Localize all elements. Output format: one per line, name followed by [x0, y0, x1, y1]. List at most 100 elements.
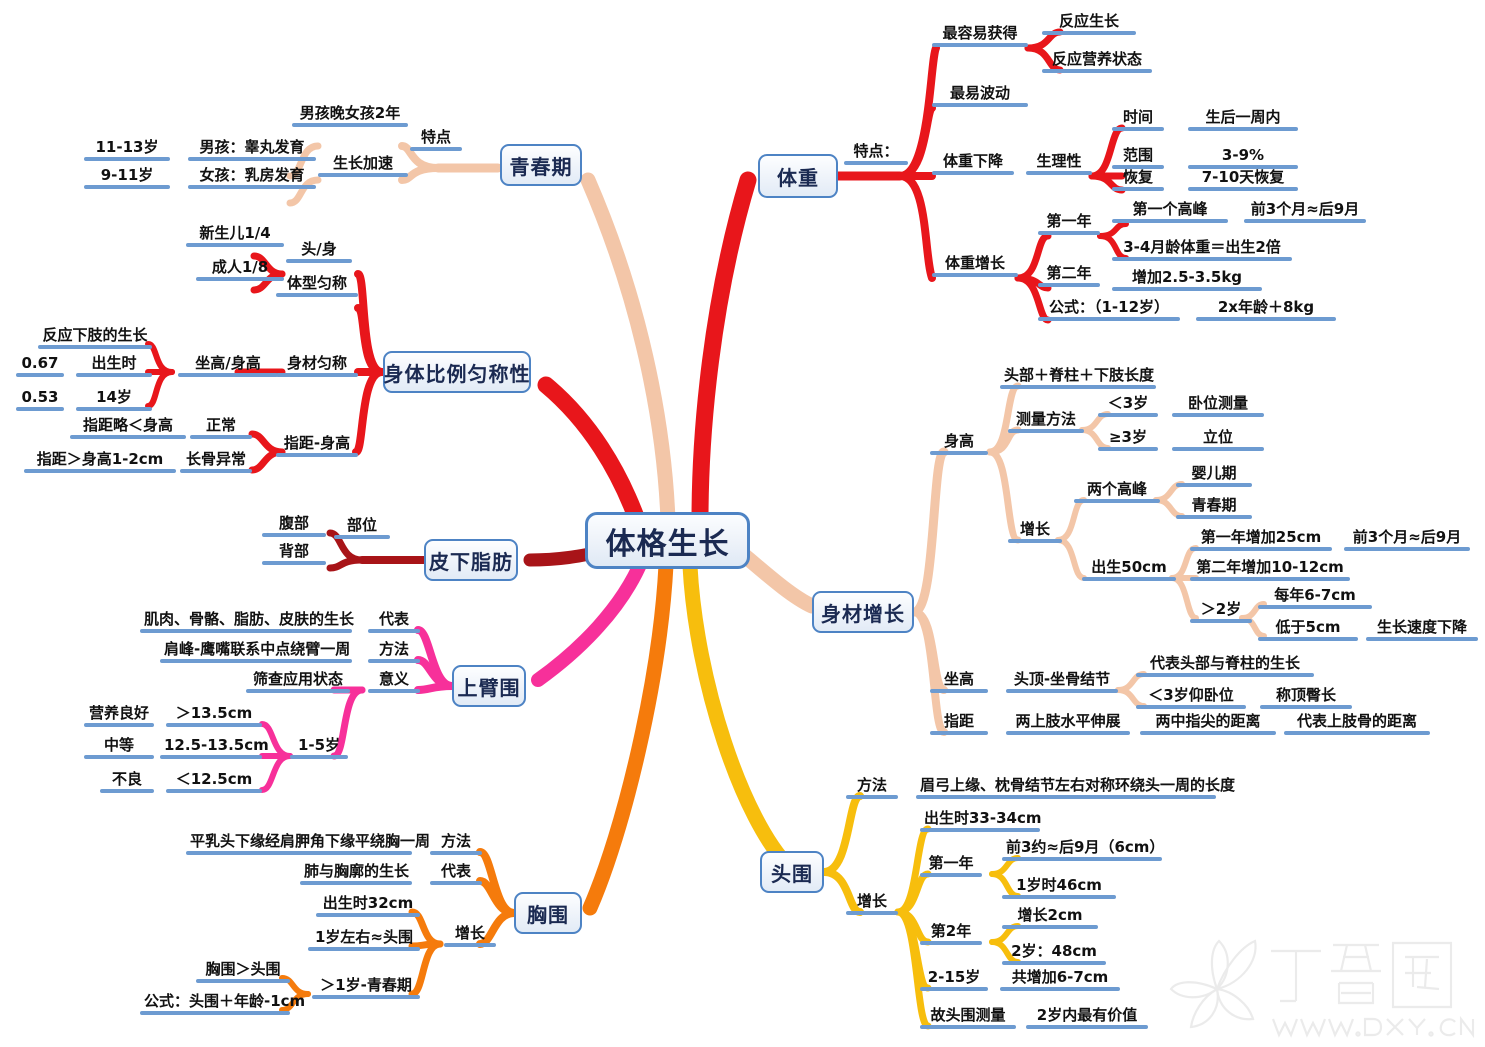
- leaf-height-definition[interactable]: 头部＋脊柱＋下肢长度: [1000, 368, 1156, 389]
- leaf-height-birth[interactable]: 出生50cm: [1082, 560, 1176, 581]
- leaf-sitting-definition[interactable]: 头顶-坐骨结节: [1006, 672, 1118, 693]
- leaf-armcirc-represent-value[interactable]: 肌肉、骨骼、脂肪、皮肤的生长: [140, 612, 354, 633]
- leaf-sitting-under3[interactable]: ＜3岁仰卧位: [1136, 688, 1246, 709]
- leaf-sitting-represent[interactable]: 代表头部与脊柱的生长: [1136, 656, 1314, 677]
- leaf-weight-drop-time-value[interactable]: 生后一周内: [1188, 110, 1298, 131]
- branch-node-stature[interactable]: 身材增长: [812, 591, 914, 633]
- leaf-proportion-at-birth-value[interactable]: 0.67: [16, 356, 64, 377]
- leaf-armcirc-meaning-key[interactable]: 意义: [368, 672, 420, 693]
- leaf-subfat-back[interactable]: 背部: [262, 544, 326, 565]
- leaf-weight-drop-time-key[interactable]: 时间: [1112, 110, 1164, 131]
- leaf-weight-easiest[interactable]: 最容易获得: [932, 26, 1028, 47]
- leaf-subfat-site[interactable]: 部位: [334, 518, 390, 539]
- branch-node-proportion[interactable]: 身体比例匀称性: [383, 351, 531, 393]
- branch-node-puberty[interactable]: 青春期: [500, 144, 582, 186]
- leaf-sitting-under3-name[interactable]: 称顶臀长: [1260, 688, 1352, 709]
- leaf-proportion-newborn-ratio[interactable]: 新生儿1/4: [186, 226, 284, 247]
- leaf-height-peak-infant[interactable]: 婴儿期: [1176, 466, 1252, 487]
- leaf-armcirc-represent-key[interactable]: 代表: [368, 612, 420, 633]
- leaf-chest-growth-over1[interactable]: ＞1岁-青春期: [312, 978, 420, 999]
- leaf-height-over2-below5-result[interactable]: 生长速度下降: [1366, 620, 1478, 641]
- leaf-armcirc-good-key[interactable]: 营养良好: [84, 706, 154, 727]
- leaf-puberty-boy[interactable]: 男孩：睾丸发育: [188, 140, 316, 161]
- branch-node-head[interactable]: 头围: [760, 851, 824, 893]
- leaf-weight-easiest-child-1[interactable]: 反应营养状态: [1042, 52, 1152, 73]
- leaf-puberty-later[interactable]: 男孩晚女孩2年: [292, 106, 408, 127]
- leaf-chest-over-head[interactable]: 胸围＞头围: [196, 962, 290, 983]
- leaf-proportion-span-height[interactable]: 指距-身高: [276, 436, 358, 457]
- leaf-head-range-value[interactable]: 共增加6-7cm: [1000, 970, 1120, 991]
- leaf-head-year2-child-1[interactable]: 2岁：48cm: [1002, 944, 1106, 965]
- leaf-chest-represent-key[interactable]: 代表: [430, 864, 482, 885]
- leaf-proportion-span-normal-value[interactable]: 指距略＜身高: [70, 418, 186, 439]
- leaf-height-over2-rate[interactable]: 每年6-7cm: [1258, 588, 1372, 609]
- leaf-head-year1-child-1[interactable]: 1岁时46cm: [1002, 878, 1116, 899]
- leaf-armcirc-method-value[interactable]: 肩峰-鹰嘴联系中点绕臂一周: [160, 642, 352, 663]
- leaf-head-value-key[interactable]: 故头围测量: [920, 1008, 1016, 1029]
- leaf-height-measure-under3-value[interactable]: 卧位测量: [1172, 396, 1264, 417]
- leaf-height-birth-year2[interactable]: 第二年增加10-12cm: [1190, 560, 1350, 581]
- leaf-weight-drop-recovery-key[interactable]: 恢复: [1112, 170, 1164, 191]
- leaf-head-method-key[interactable]: 方法: [846, 778, 898, 799]
- leaf-head-value-value[interactable]: 2岁内最有价值: [1026, 1008, 1148, 1029]
- leaf-weight-gain-year1-peak[interactable]: 第一个高峰: [1112, 202, 1228, 223]
- leaf-height-over2-key[interactable]: ＞2岁: [1190, 602, 1252, 623]
- leaf-armcirc-medium-key[interactable]: 中等: [84, 738, 154, 759]
- leaf-weight-gain-formula[interactable]: 公式：（1-12岁）: [1038, 300, 1180, 321]
- leaf-stature-span[interactable]: 指距: [930, 714, 988, 735]
- leaf-armcirc-medium-value[interactable]: 12.5-13.5cm: [160, 738, 269, 759]
- leaf-chest-represent-value[interactable]: 肺与胸廓的生长: [300, 864, 412, 885]
- leaf-height-peak-puberty[interactable]: 青春期: [1176, 498, 1252, 519]
- leaf-weight-gain-year2[interactable]: 第二年: [1038, 266, 1100, 287]
- leaf-head-year2-key[interactable]: 第2年: [920, 924, 982, 945]
- leaf-armcirc-meaning-screen[interactable]: 筛查应用状态: [246, 672, 350, 693]
- leaf-stature-sitting[interactable]: 坐高: [930, 672, 988, 693]
- leaf-proportion-lower-limb-note[interactable]: 反应下肢的生长: [38, 328, 152, 349]
- leaf-weight-easiest-child-0[interactable]: 反应生长: [1042, 14, 1136, 35]
- leaf-proportion-span-abnormal-value[interactable]: 指距＞身高1-2cm: [24, 452, 176, 473]
- leaf-weight-gain-year1-double[interactable]: 3-4月龄体重＝出生2倍: [1112, 240, 1292, 261]
- leaf-puberty-accel[interactable]: 生长加速: [318, 156, 408, 177]
- leaf-proportion-at-birth[interactable]: 出生时: [76, 356, 152, 377]
- leaf-span-represent[interactable]: 代表上肢骨的距离: [1284, 714, 1430, 735]
- leaf-height-growth-key[interactable]: 增长: [1008, 522, 1062, 543]
- leaf-stature-height[interactable]: 身高: [930, 434, 988, 455]
- leaf-proportion-sitting-height-ratio[interactable]: 坐高/身高: [178, 356, 278, 377]
- leaf-chest-formula[interactable]: 公式：头围＋年龄-1cm: [140, 994, 305, 1015]
- leaf-height-peaks[interactable]: 两个高峰: [1074, 482, 1160, 503]
- leaf-height-over2-below5[interactable]: 低于5cm: [1258, 620, 1358, 641]
- leaf-head-range-key[interactable]: 2-15岁: [920, 970, 988, 991]
- branch-node-subfat[interactable]: 皮下脂肪: [424, 539, 518, 581]
- leaf-height-measure-key[interactable]: 测量方法: [1008, 412, 1084, 433]
- leaf-weight-gain[interactable]: 体重增长: [932, 256, 1018, 277]
- leaf-puberty-boy-age[interactable]: 11-13岁: [84, 140, 170, 161]
- leaf-weight-drop-range-key[interactable]: 范围: [1112, 148, 1164, 169]
- leaf-weight-fluctuate[interactable]: 最易波动: [932, 86, 1028, 107]
- leaf-height-measure-under3-key[interactable]: ＜3岁: [1098, 396, 1158, 417]
- leaf-head-method-value[interactable]: 眉弓上缘、枕骨结节左右对称环绕头一周的长度: [916, 778, 1235, 799]
- leaf-weight-gain-year1-peak-detail[interactable]: 前3个月≈后9月: [1244, 202, 1366, 223]
- branch-node-weight[interactable]: 体重: [758, 154, 838, 198]
- leaf-height-measure-over3-key[interactable]: ≥3岁: [1098, 430, 1158, 451]
- leaf-weight-drop[interactable]: 体重下降: [932, 154, 1014, 175]
- leaf-armcirc-poor-value[interactable]: ＜12.5cm: [166, 772, 262, 793]
- leaf-armcirc-poor-key[interactable]: 不良: [100, 772, 154, 793]
- leaf-head-birth[interactable]: 出生时33-34cm: [920, 811, 1042, 832]
- leaf-weight-drop-physiological[interactable]: 生理性: [1026, 154, 1092, 175]
- leaf-proportion-age14[interactable]: 14岁: [76, 390, 152, 411]
- leaf-weight-drop-range-value[interactable]: 3-9%: [1188, 148, 1298, 169]
- leaf-armcirc-meaning-age[interactable]: 1-5岁: [290, 738, 348, 759]
- leaf-proportion-age14-value[interactable]: 0.53: [16, 390, 64, 411]
- leaf-proportion-adult-ratio[interactable]: 成人1/8: [196, 260, 284, 281]
- leaf-head-year2-child-0[interactable]: 增长2cm: [1002, 908, 1098, 929]
- leaf-weight-drop-recovery-value[interactable]: 7-10天恢复: [1188, 170, 1298, 191]
- leaf-height-measure-over3-value[interactable]: 立位: [1172, 430, 1264, 451]
- branch-node-chest[interactable]: 胸围: [514, 892, 582, 934]
- leaf-proportion-span-abnormal[interactable]: 长骨异常: [180, 452, 252, 473]
- leaf-span-distance[interactable]: 两中指尖的距离: [1140, 714, 1276, 735]
- leaf-subfat-abdomen[interactable]: 腹部: [262, 516, 326, 537]
- leaf-armcirc-good-value[interactable]: ＞13.5cm: [166, 706, 262, 727]
- leaf-proportion-span-normal[interactable]: 正常: [190, 418, 252, 439]
- leaf-puberty-feature[interactable]: 特点: [410, 130, 462, 151]
- leaf-proportion-head-body[interactable]: 头/身: [286, 242, 352, 263]
